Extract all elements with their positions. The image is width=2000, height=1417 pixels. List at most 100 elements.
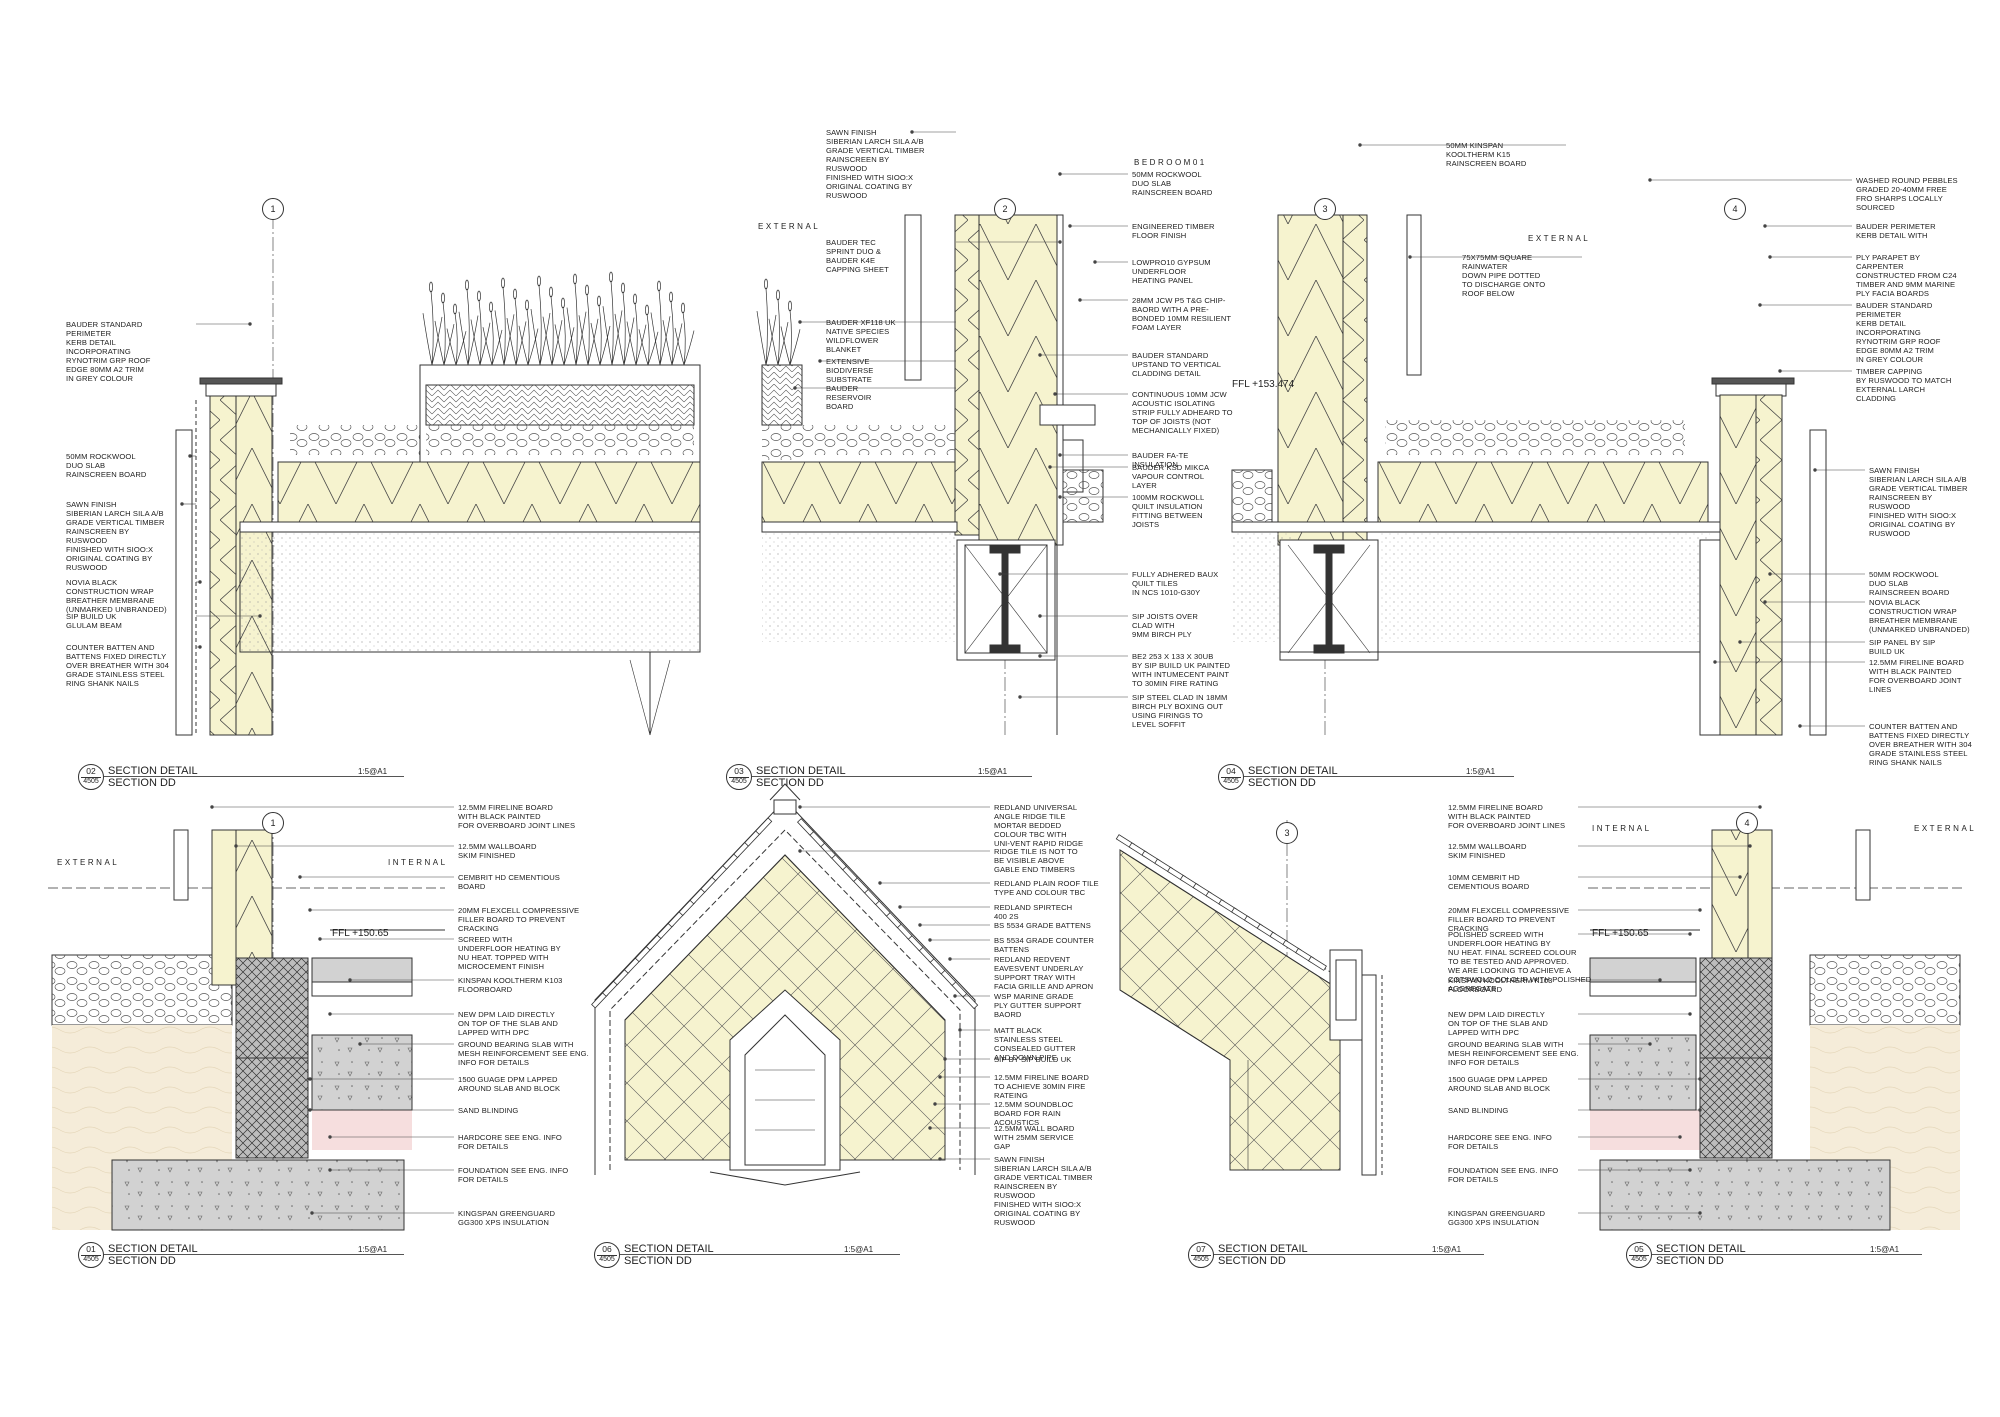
leader-dot [234,844,238,848]
detail-title: SECTION DETAIL [756,765,846,777]
notes-01-note: GROUND BEARING SLAB WITH MESH REINFORCEM… [458,1040,589,1067]
leader-dot [1698,1211,1702,1215]
sheet-number: 4505 [731,778,747,785]
notes-03-right-note: ENGINEERED TIMBER FLOOR FINISH [1132,222,1215,240]
notes-05-note: FOUNDATION SEE ENG. INFO FOR DETAILS [1448,1166,1559,1184]
grass-stem [566,282,587,366]
notes-06-note: WSP MARINE GRADE PLY GUTTER SUPPORT BAOR… [994,992,1082,1019]
notes-04-note: TIMBER CAPPING BY RUSWOOD TO MATCH EXTER… [1856,367,1952,403]
notes-03-right-note: SIP STEEL CLAD IN 18MM BIRCH PLY BOXING … [1132,693,1228,729]
grass-seedhead [561,297,565,309]
leader-dot [1018,695,1022,699]
leader-dot [1068,224,1072,228]
notes-04-note: WASHED ROUND PEBBLES GRADED 20-40MM FREE… [1856,176,1958,212]
leader-dot [938,1157,942,1161]
ffl-level-05: FFL +150.65 [1592,928,1649,939]
grass-stem [422,290,443,366]
grass-stem [602,280,623,366]
notes-04-note: BAUDER PERIMETER KERB DETAIL WITH [1856,222,1936,240]
leader-dot [910,130,914,134]
detail-number: 02 [86,766,96,776]
leader-dot [1688,1168,1692,1172]
leader-dot [938,1075,942,1079]
leader-lines [180,130,1865,1215]
leader-dot [928,938,932,942]
leader-dot [958,1028,962,1032]
leader-dot [1053,392,1057,396]
grass-seedhead [537,275,541,287]
roof-tile [755,817,773,836]
grass-stem [542,295,563,366]
detail-scale: 1:5@A1 [1432,1245,1462,1254]
notes-06-note: BS 5534 GRADE BATTENS [994,921,1091,930]
detail-subtitle: SECTION DD [1656,1255,1724,1267]
leader-dot [1748,844,1752,848]
notes-05-note: 12.5MM WALLBOARD SKIM FINISHED [1448,842,1527,860]
notes-05-note: KINSPAN KOOLTHERM K103 FLOORBOARD [1448,976,1553,994]
notes-03-left-note: EXTENSIVE BIODIVERSE SUBSTRATE [826,357,874,384]
grass-seedhead [549,286,553,298]
detail-01-drawing [48,820,445,1231]
detail-title: SECTION DETAIL [108,765,198,777]
notes-04-note: 50MM KINSPAN KOOLTHERM K15 RAINSCREEN BO… [1446,141,1527,168]
grass-stem [756,287,777,366]
grass-stem [638,313,659,366]
leader-dot [180,502,184,506]
grid-marker-01: 1 [262,812,284,834]
grass-stem [554,306,575,366]
notes-06-note: SIP BY SIP BUILD UK [994,1055,1072,1064]
grass-seedhead [441,292,445,304]
leader-dot [1698,908,1702,912]
notes-03-right-note: BAUDER FA-TE INSULATION [1132,451,1189,469]
detail-04-drawing [1231,214,1827,736]
detail-scale: 1:5@A1 [978,767,1008,776]
leader-dot [1678,1135,1682,1139]
notes-03-right-note: LOWPRO10 GYPSUM UNDERFLOOR HEATING PANEL [1132,258,1211,285]
grid-marker-05: 4 [1736,812,1758,834]
leader-dot [318,937,322,941]
leader-dot [1698,1108,1702,1112]
leader-dot [998,572,1002,576]
notes-04-note: 12.5MM FIRELINE BOARD WITH BLACK PAINTED… [1869,658,1964,694]
notes-01-note: 20MM FLEXCELL COMPRESSIVE FILLER BOARD T… [458,906,580,933]
leader-dot [1408,255,1412,259]
notes-01-note: SCREED WITH UNDERFLOOR HEATING BY NU HEA… [458,935,561,971]
detail-subtitle: SECTION DD [756,777,824,789]
notes-03-right-note: BAUDER KSD MIKCA VAPOUR CONTROL LAYER [1132,463,1210,490]
notes-05-note: SAND BLINDING [1448,1106,1509,1115]
grid-marker-04b: 4 [1724,198,1746,220]
detail-scale: 1:5@A1 [358,767,388,776]
notes-05-note: POLISHED SCREED WITH UNDERFLOOR HEATING … [1448,930,1592,993]
leader-dot [1058,453,1062,457]
notes-06-note: REDLAND UNIVERSAL ANGLE RIDGE TILE MORTA… [994,803,1084,848]
detail-02-grasses [422,271,695,366]
leader-dot [1358,143,1362,147]
notes-03-right-note: 100MM ROCKWOLL QUILT INSULATION FITTING … [1132,493,1205,529]
sheet-number: 4505 [1631,1256,1647,1263]
leader-dot [793,386,797,390]
notes-05-note: GROUND BEARING SLAB WITH MESH REINFORCEM… [1448,1040,1579,1067]
detail-title: SECTION DETAIL [624,1243,714,1255]
notes-03-left-note: SAWN FINISH SIBERIAN LARCH SILA A/B GRAD… [826,128,925,200]
grass-seedhead [501,277,505,289]
notes-06-note: MATT BLACK STAINLESS STEEL CONSEALED GUT… [994,1026,1076,1062]
leader-dot [328,1135,332,1139]
notes-03-left-note: BAUDER RESERVOIR BOARD [826,384,872,411]
grass-seedhead [477,290,481,302]
notes-06-note: 12.5MM FIRELINE BOARD TO ACHIEVE 30MIN F… [994,1073,1089,1100]
notes-01-note: NEW DPM LAID DIRECTLY ON TOP OF THE SLAB… [458,1010,558,1037]
leader-dot [898,905,902,909]
leader-dot [258,614,262,618]
notes-01-note: 12.5MM WALLBOARD SKIM FINISHED [458,842,537,860]
roof-tile [1307,955,1327,971]
